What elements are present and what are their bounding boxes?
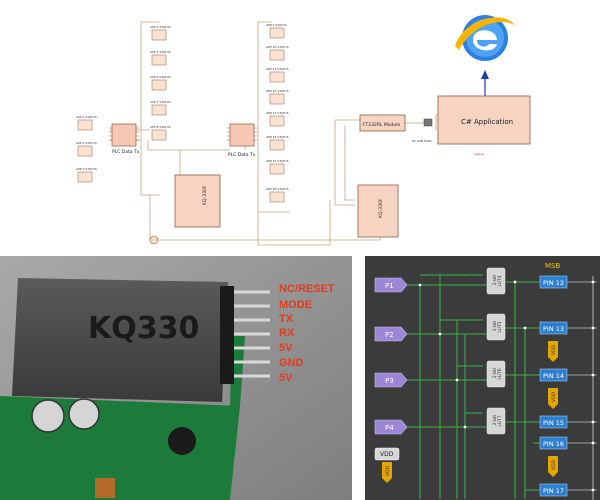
logic-schematic-drawing: P1 P2 P3 P4 2-bit LUT4 2-bit LUT5 2-bit xyxy=(374,262,597,500)
relay-label: APP 3 STATUS xyxy=(76,167,97,171)
ftdi-label: FT232RL Module xyxy=(363,122,401,128)
mid-relay-group: APP 4 STATUS APP 5 STATUS APP 6 STATUS A… xyxy=(150,25,171,141)
svg-text:VDD: VDD xyxy=(551,459,557,470)
output-pin-15[interactable]: PIN 15 xyxy=(539,415,568,429)
pin-label: 5V xyxy=(279,372,293,384)
relay-label: APP 7 STATUS xyxy=(150,100,171,104)
internet-explorer-logo-icon xyxy=(455,15,515,61)
lut-type: 2-bit xyxy=(492,321,498,332)
relay-label: APP 9 STATUS xyxy=(266,23,287,27)
lut-4[interactable]: 2-bit LUT4 xyxy=(486,267,506,295)
input-label: P2 xyxy=(385,331,394,339)
lut-name: LUT6 xyxy=(497,368,503,379)
lut-7[interactable]: 2-bit LUT7 xyxy=(486,407,506,435)
pin-label: 5V xyxy=(279,342,293,354)
radio-right-label: KQ-330F xyxy=(378,198,384,218)
ftdi-module: FT232RL Module PC USB PORT xyxy=(359,114,433,143)
radio-left-label: KQ-330F xyxy=(202,185,208,205)
capacitor-icon xyxy=(68,398,100,430)
relay-label: APP 5 STATUS xyxy=(150,50,171,54)
vdd-badge: VDD xyxy=(548,341,558,362)
laptop-label: Laptop xyxy=(474,152,484,156)
input-p3[interactable]: P3 xyxy=(374,372,408,388)
pin-name: PIN 12 xyxy=(543,279,564,287)
relay-label: APP 15 STATUS xyxy=(266,159,289,163)
right-relay-group: APP 9 STATUS APP 10 STATUS APP 11 STATUS… xyxy=(266,23,289,203)
lut-name: LUT4 xyxy=(497,275,503,286)
arrow-up-icon xyxy=(481,70,489,79)
output-pin-16[interactable]: PIN 16 xyxy=(539,436,568,450)
pin-name: PIN 14 xyxy=(543,372,564,380)
module-photo: KQ330 NC/RESET MODE TX RX 5V GND 5V xyxy=(0,256,352,500)
output-pin-13[interactable]: PIN 13 xyxy=(539,321,568,335)
chip-marking: KQ330 xyxy=(88,311,199,346)
relay-label: APP 2 STATUS xyxy=(76,141,97,145)
module-photo-drawing: KQ330 xyxy=(0,256,352,500)
relay-label: APP 11 STATUS xyxy=(266,67,289,71)
input-label: P1 xyxy=(385,282,394,290)
logic-schematic: P1 P2 P3 P4 2-bit LUT4 2-bit LUT5 2-bit xyxy=(365,256,600,500)
relay-label: APP 4 STATUS xyxy=(150,25,171,29)
output-pin-14[interactable]: PIN 14 xyxy=(539,368,568,382)
usb-connector-icon xyxy=(423,118,433,127)
lut-type: 2-bit xyxy=(492,415,498,426)
pin-name: PIN 16 xyxy=(543,440,564,448)
vdd-source[interactable]: VDD VDD xyxy=(374,447,400,483)
pin-name: PIN 13 xyxy=(543,325,564,333)
relay-label: APP 10 STATUS xyxy=(266,45,289,49)
msb-label: MSB xyxy=(545,262,560,270)
lut-6[interactable]: 2-bit LUT6 xyxy=(486,360,506,388)
output-pin-12[interactable]: PIN 12 xyxy=(539,275,568,289)
relay-label: APP 6 STATUS xyxy=(150,75,171,79)
lut-type: 2-bit xyxy=(492,368,498,379)
plc-chip-right: PLC Data Tx xyxy=(227,123,257,158)
relay-label: APP 14 STATUS xyxy=(266,135,289,139)
relay-label: APP 16 STATUS xyxy=(266,187,289,191)
vdd-source-label: VDD xyxy=(380,451,394,458)
vdd-badge: VDD xyxy=(548,456,558,477)
pin-label: NC/RESET xyxy=(279,283,335,295)
svg-text:VDD: VDD xyxy=(551,344,557,355)
vdd-source-badge: VDD xyxy=(385,465,391,476)
pin-name: PIN 15 xyxy=(543,419,564,427)
plc-right-label: PLC Data Tx xyxy=(228,152,256,158)
lut-5[interactable]: 2-bit LUT5 xyxy=(486,313,506,341)
radio-module-left: KQ-330F xyxy=(174,174,221,228)
relay-label: APP 13 STATUS xyxy=(266,111,289,115)
pin-name: PIN 17 xyxy=(543,487,564,495)
circuit-schematic: APP 1 STATUS APP 2 STATUS APP 3 STATUS A… xyxy=(76,15,531,246)
relay-label: APP 1 STATUS xyxy=(76,115,97,119)
laptop-block: C# Application Laptop xyxy=(437,70,531,156)
input-p4[interactable]: P4 xyxy=(374,419,408,435)
vdd-badge: VDD xyxy=(548,388,558,409)
input-p1[interactable]: P1 xyxy=(374,277,408,293)
output-pin-17[interactable]: PIN 17 xyxy=(539,483,568,497)
pin-label: TX xyxy=(279,313,294,325)
lut-name: LUT5 xyxy=(497,321,503,332)
radio-chip xyxy=(12,278,228,402)
left-relay-group: APP 1 STATUS APP 2 STATUS APP 3 STATUS xyxy=(76,115,97,183)
lut-name: LUT7 xyxy=(497,415,503,426)
svg-text:VDD: VDD xyxy=(551,391,557,402)
ground-icon xyxy=(149,235,159,245)
pin-label: RX xyxy=(279,327,295,339)
relay-label: APP 8 STATUS xyxy=(150,125,171,129)
pin-label: GND xyxy=(279,357,304,369)
plc-chip-left: PLC Data Tx xyxy=(109,123,140,155)
lut-type: 2-bit xyxy=(492,275,498,286)
relay-label: APP 12 STATUS xyxy=(266,89,289,93)
app-label: C# Application xyxy=(461,118,513,126)
radio-module-right: KQ-330F xyxy=(357,184,399,238)
inductor-icon xyxy=(168,427,196,455)
capacitor-icon xyxy=(31,399,65,433)
input-label: P3 xyxy=(385,377,394,385)
usb-port-label: PC USB PORT xyxy=(412,139,432,143)
coil-icon xyxy=(95,478,115,498)
pin-label: MODE xyxy=(279,299,312,311)
plc-left-label: PLC Data Tx xyxy=(112,149,140,155)
input-p2[interactable]: P2 xyxy=(374,326,408,342)
input-label: P4 xyxy=(385,424,394,432)
schematic-drawing: APP 1 STATUS APP 2 STATUS APP 3 STATUS A… xyxy=(76,15,531,246)
